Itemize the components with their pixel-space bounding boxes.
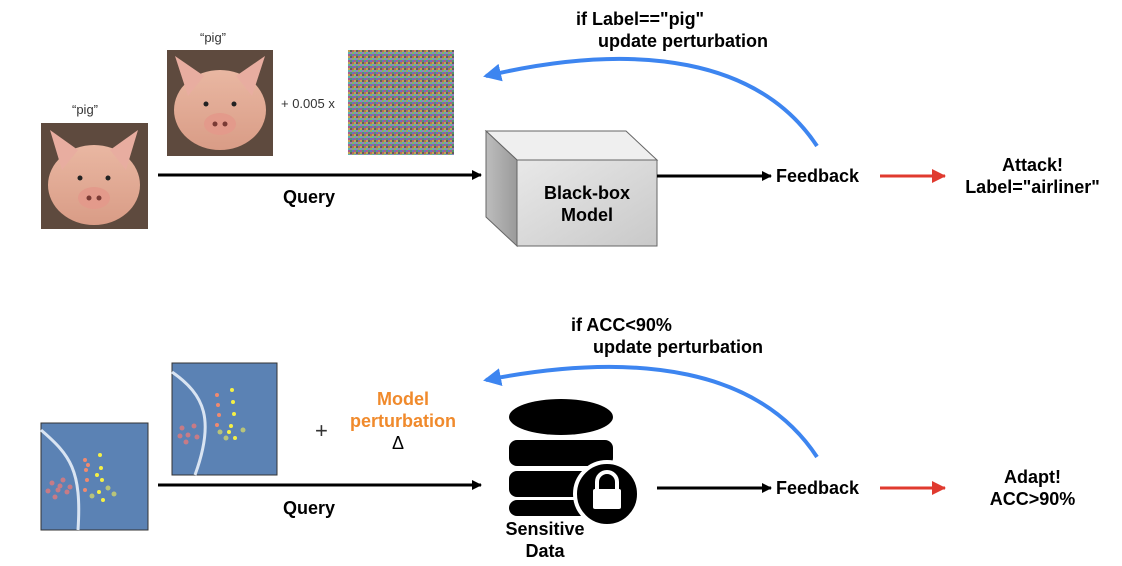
scatter-plot-left xyxy=(40,422,149,531)
model-perturbation-line2: perturbation xyxy=(350,411,456,431)
feedback-condition-bottom-line1: if ACC<90% xyxy=(571,315,672,335)
scale-factor-text: + 0.005 x xyxy=(281,96,335,111)
feedback-label-top: Feedback xyxy=(776,166,860,186)
query-label-bottom: Query xyxy=(283,498,336,518)
plus-sign: + xyxy=(315,418,328,443)
adapt-result-line2: ACC>90% xyxy=(989,489,1076,509)
delta-symbol: Δ xyxy=(391,433,405,453)
feedback-label-bottom: Feedback xyxy=(776,478,860,498)
model-perturbation-label: Model perturbation xyxy=(338,388,468,432)
model-label-line1: Black-box xyxy=(543,183,631,203)
noise-image xyxy=(348,50,454,155)
model-label: Black-box Model xyxy=(517,182,657,226)
scatter-plot-right xyxy=(171,362,278,476)
pig-image-left xyxy=(41,123,148,229)
lock-icon xyxy=(573,460,641,528)
attack-result: Attack! Label="airliner" xyxy=(945,154,1120,198)
feedback-condition-bottom: if ACC<90% update perturbation xyxy=(571,314,763,358)
pig-image-right xyxy=(167,50,273,156)
sensitive-data-label: Sensitive Data xyxy=(500,518,590,562)
adapt-result: Adapt! ACC>90% xyxy=(945,466,1120,510)
sensitive-data-line2: Data xyxy=(525,541,565,561)
attack-result-line1: Attack! xyxy=(1001,155,1063,175)
pig-label-left: “pig” xyxy=(72,102,99,117)
feedback-condition-top-line2: update perturbation xyxy=(598,31,768,51)
attack-result-line2: Label="airliner" xyxy=(965,177,1100,197)
black-box-model-cube xyxy=(484,129,659,248)
feedback-arc-top xyxy=(483,56,819,148)
adapt-result-line1: Adapt! xyxy=(1004,467,1061,487)
query-label-top: Query xyxy=(283,187,336,207)
model-label-line2: Model xyxy=(561,205,613,225)
pig-label-right: “pig” xyxy=(200,30,227,45)
feedback-condition-top-line1: if Label=="pig" xyxy=(576,9,705,29)
feedback-condition-top: if Label=="pig" update perturbation xyxy=(576,8,768,52)
sensitive-data-line1: Sensitive xyxy=(505,519,585,539)
model-perturbation-line1: Model xyxy=(377,389,429,409)
feedback-condition-bottom-line2: update perturbation xyxy=(593,337,763,357)
feedback-arc-bottom xyxy=(483,364,819,459)
